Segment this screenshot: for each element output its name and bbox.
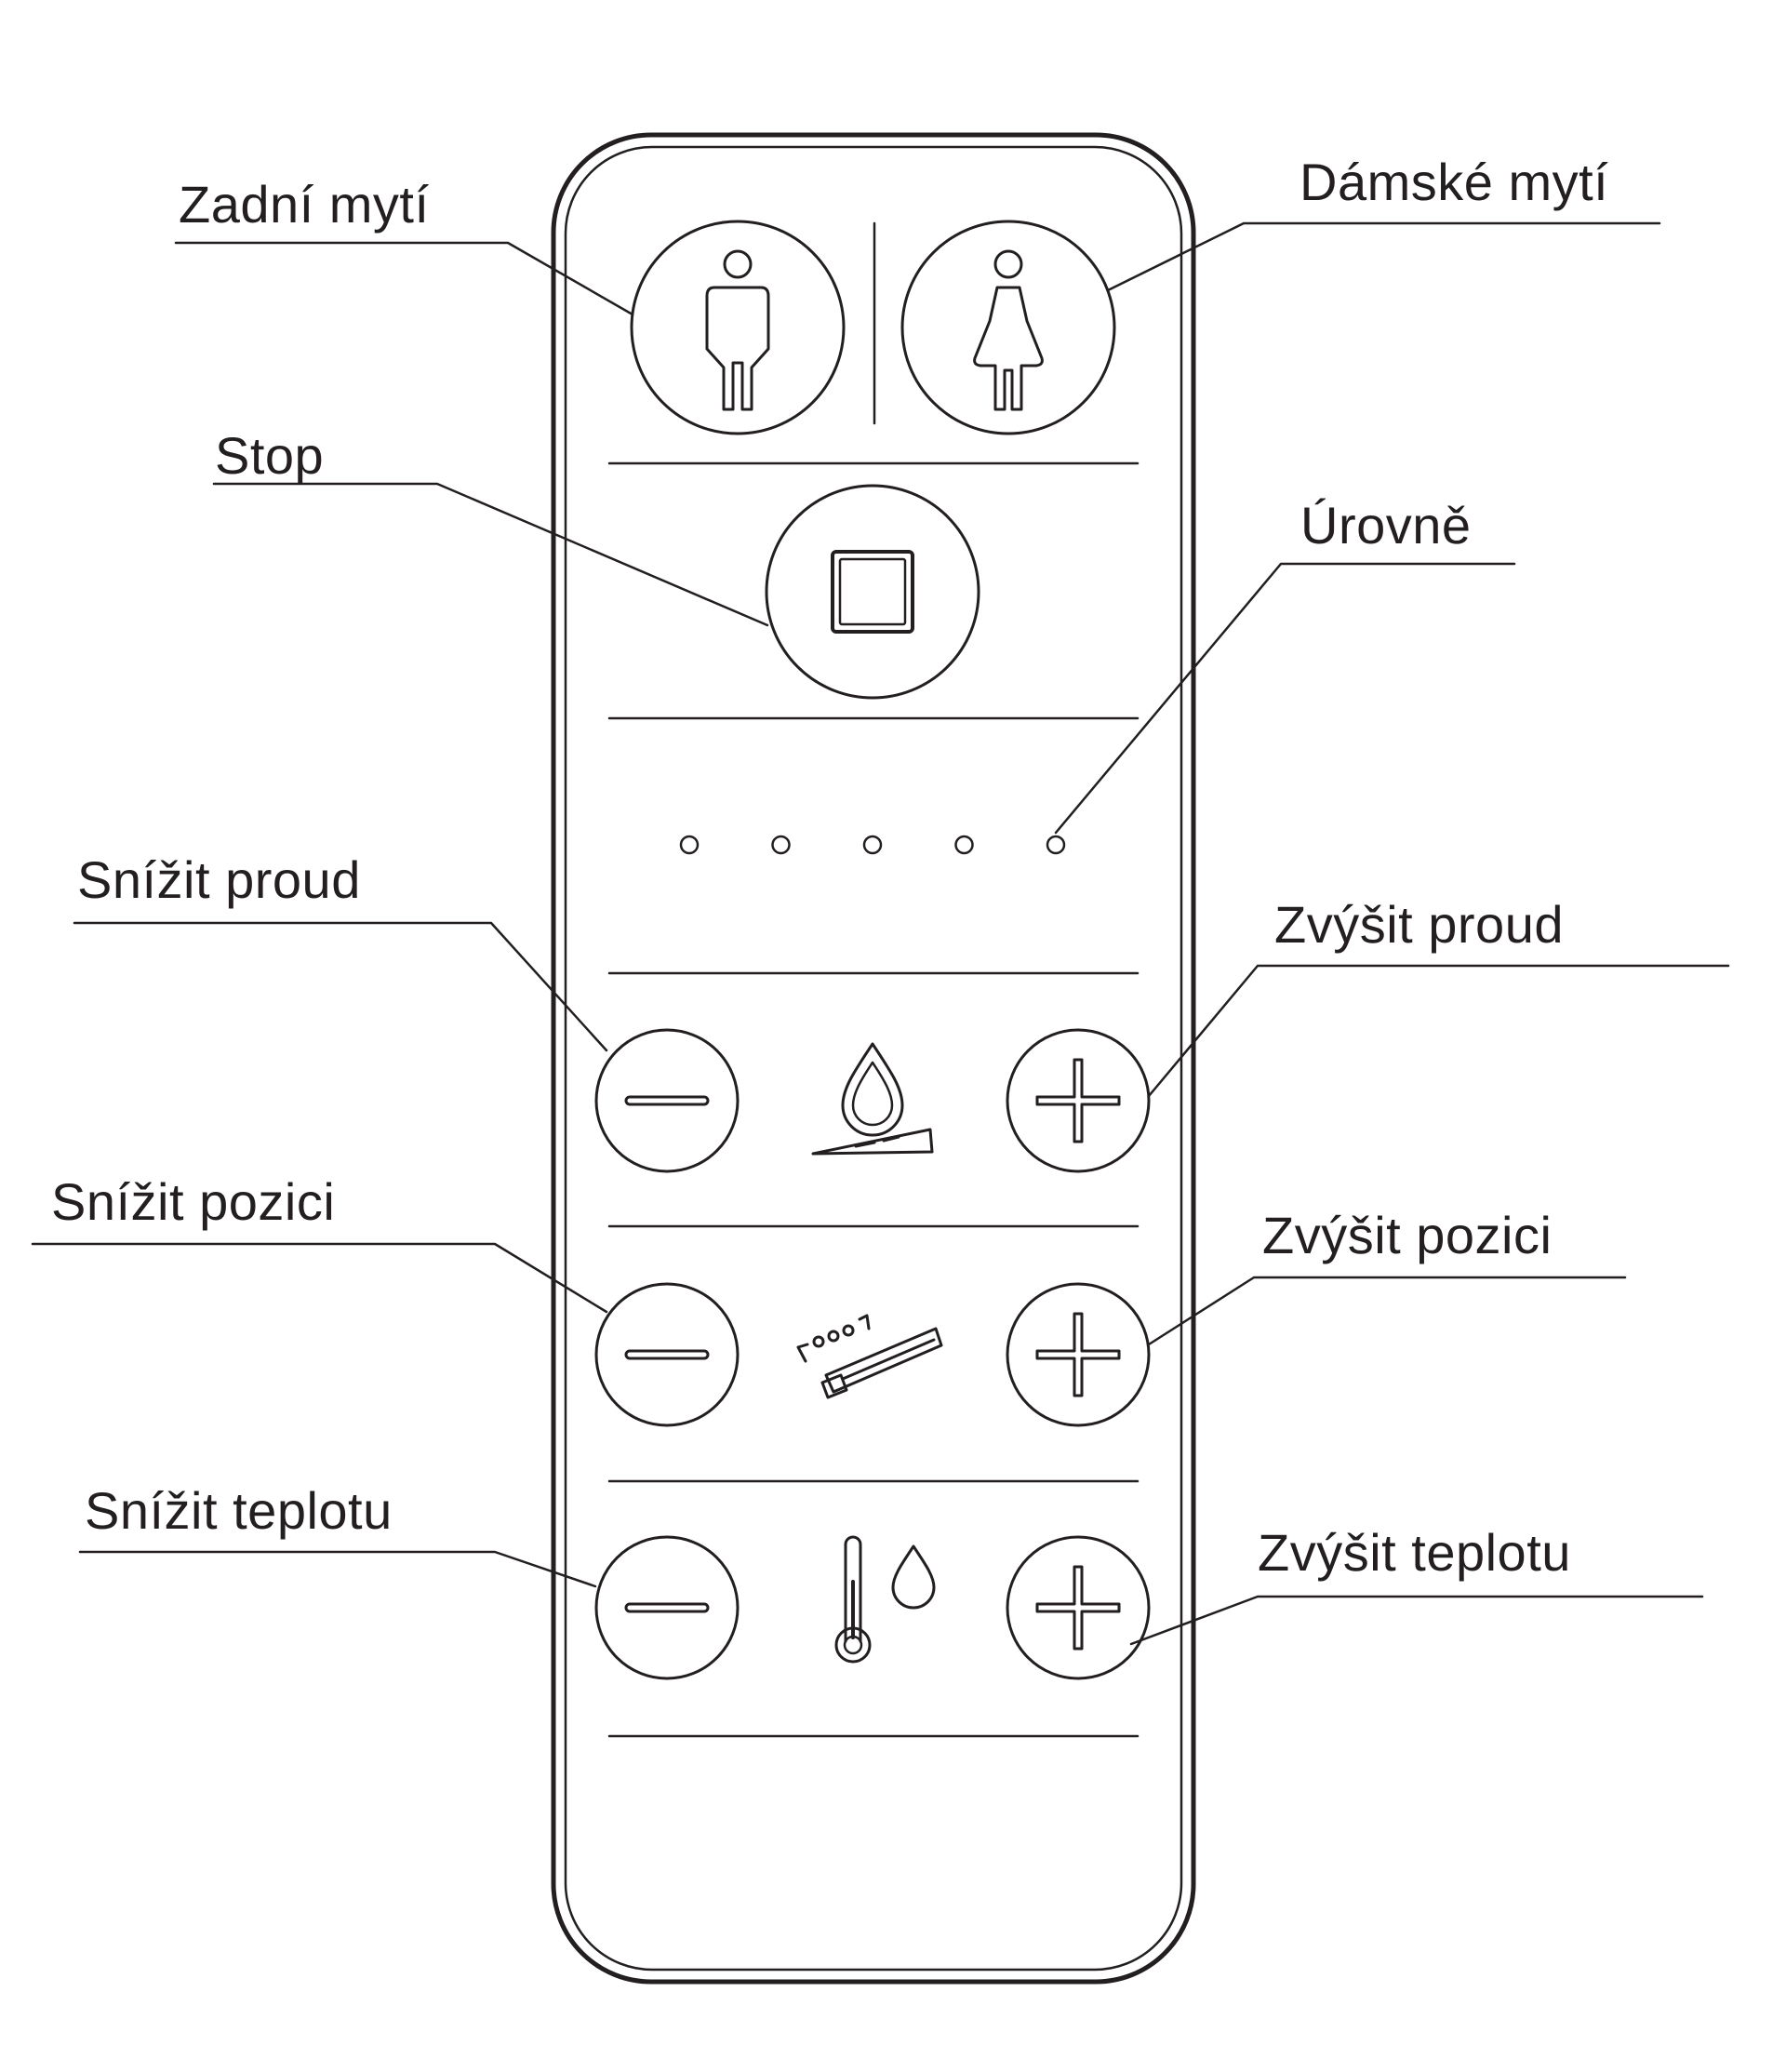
increase-position-button[interactable] (1006, 1282, 1151, 1427)
led-dot-icon (954, 835, 974, 855)
callout-leader-lines (31, 221, 1730, 1646)
plus-icon (1035, 1565, 1121, 1651)
panel-dividers (607, 221, 1140, 1738)
minus-icon (624, 1349, 710, 1360)
water-drop-nozzle-icon (811, 1042, 934, 1156)
lady-wash-button[interactable] (900, 220, 1116, 435)
thermometer-drop-icon (834, 1535, 936, 1664)
plus-icon (1035, 1312, 1121, 1397)
leader-rear-wash (174, 241, 634, 316)
leader-decrease-pressure (73, 921, 608, 1052)
label-decrease-pressure: Snížit proud (77, 850, 361, 909)
leader-levels (1054, 562, 1516, 835)
leader-decrease-position (31, 1242, 608, 1314)
led-dot-icon (771, 835, 791, 855)
label-rear-wash: Zadní mytí (179, 175, 430, 234)
plus-icon (1035, 1058, 1121, 1143)
level-indicators (679, 835, 1066, 855)
decrease-position-button[interactable] (594, 1282, 740, 1427)
increase-temperature-button[interactable] (1006, 1535, 1151, 1680)
woman-icon (973, 249, 1044, 411)
label-stop: Stop (215, 426, 325, 485)
stop-button[interactable] (765, 484, 980, 700)
led-dot-icon (1046, 835, 1066, 855)
decrease-pressure-button[interactable] (594, 1028, 740, 1173)
label-lady-wash: Dámské mytí (1300, 153, 1609, 211)
label-decrease-position: Snížit pozici (51, 1172, 336, 1231)
rear-wash-button[interactable] (630, 220, 846, 435)
leader-increase-temperature (1129, 1595, 1704, 1646)
man-icon (705, 249, 770, 411)
leader-decrease-temperature (78, 1550, 597, 1588)
leader-increase-position (1147, 1276, 1627, 1346)
minus-icon (624, 1602, 710, 1613)
label-increase-pressure: Zvýšit proud (1274, 895, 1564, 954)
led-dot-icon (679, 835, 700, 855)
label-levels: Úrovně (1300, 496, 1472, 555)
minus-icon (624, 1095, 710, 1106)
label-increase-temperature: Zvýšit teplotu (1258, 1523, 1571, 1582)
leader-increase-pressure (1147, 964, 1730, 1098)
increase-pressure-button[interactable] (1006, 1028, 1151, 1173)
leader-stop (212, 482, 769, 627)
leader-lady-wash (1106, 221, 1661, 292)
decrease-temperature-button[interactable] (594, 1535, 740, 1680)
square-stop-icon (831, 550, 914, 634)
nozzle-position-icon (796, 1314, 943, 1399)
led-dot-icon (862, 835, 883, 855)
label-increase-position: Zvýšit pozici (1262, 1206, 1553, 1264)
label-decrease-temperature: Snížit teplotu (85, 1481, 393, 1540)
